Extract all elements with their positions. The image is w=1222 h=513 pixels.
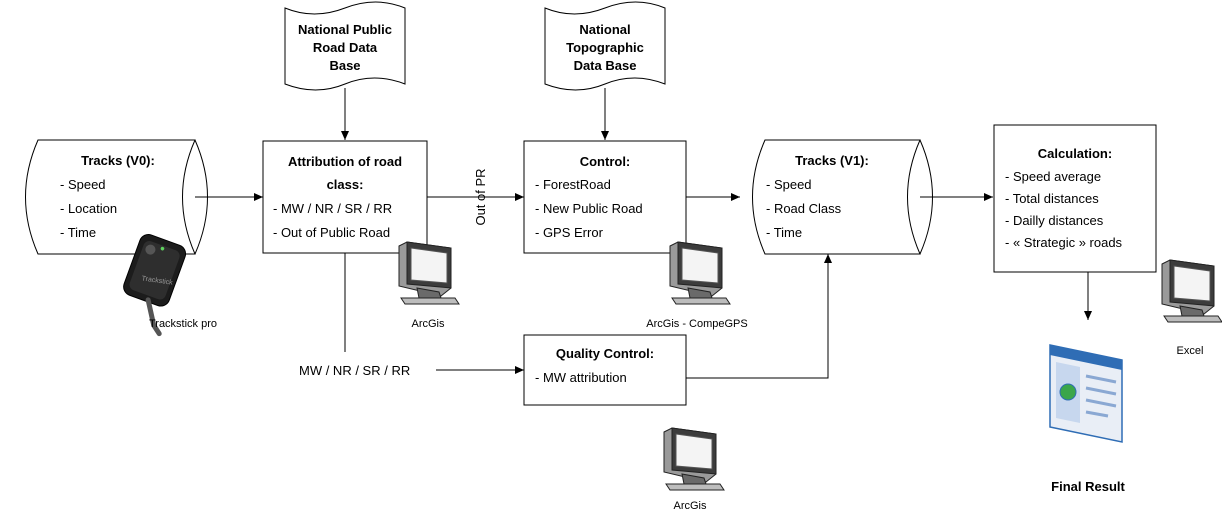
- control-item: - New Public Road: [535, 201, 643, 216]
- edge-quality-to-v1: [686, 254, 832, 379]
- control-item: - GPS Error: [535, 225, 604, 240]
- node-attribution: Attribution of road class: - MW / NR / S…: [262, 140, 428, 254]
- tracks-v0-title: Tracks (V0):: [81, 153, 155, 168]
- calculation-title: Calculation:: [1038, 146, 1112, 161]
- tracks-v1-item: - Road Class: [766, 201, 842, 216]
- computer-icon: [663, 427, 725, 491]
- calculation-item: - Total distances: [1005, 191, 1099, 206]
- caption-excel: Excel: [1177, 345, 1204, 357]
- db-road-line-1: National Public: [298, 22, 392, 37]
- caption-final-result: Final Result: [1051, 479, 1125, 494]
- node-calculation: Calculation: - Speed average - Total dis…: [993, 124, 1157, 273]
- edge-label-mw-nr: MW / NR / SR / RR: [299, 363, 410, 378]
- node-national-topographic-db: National Topographic Data Base: [544, 1, 666, 91]
- edge-label-out-of-pr: Out of PR: [473, 168, 488, 225]
- attribution-item: - MW / NR / SR / RR: [273, 201, 392, 216]
- tracks-v0-item: - Speed: [60, 177, 106, 192]
- node-tracks-v0: Tracks (V0): - Speed - Location - Time: [25, 139, 208, 255]
- node-control: Control: - ForestRoad - New Public Road …: [523, 140, 687, 254]
- trackstick-brand: Trackstick: [141, 275, 173, 286]
- control-title: Control:: [580, 154, 631, 169]
- tracks-v0-item: - Location: [60, 201, 117, 216]
- tracks-v1-item: - Time: [766, 225, 802, 240]
- tracks-v0-item: - Time: [60, 225, 96, 240]
- trackstick-device-icon: Trackstick: [123, 234, 187, 337]
- tracks-v1-item: - Speed: [766, 177, 812, 192]
- calculation-item: - Dailly distances: [1005, 213, 1104, 228]
- node-national-public-road-db: National Public Road Data Base: [284, 1, 406, 91]
- node-quality-control: Quality Control: - MW attribution: [523, 334, 687, 406]
- computer-icon: [1161, 259, 1222, 323]
- attribution-item: - Out of Public Road: [273, 225, 390, 240]
- control-item: - ForestRoad: [535, 177, 611, 192]
- caption-trackstick: Trackstick pro: [149, 318, 217, 330]
- tracks-v1-title: Tracks (V1):: [795, 153, 869, 168]
- db-topo-line-3: Data Base: [574, 58, 637, 73]
- node-tracks-v1: Tracks (V1): - Speed - Road Class - Time: [752, 139, 933, 255]
- attribution-title-1: Attribution of road: [288, 154, 402, 169]
- caption-arcgis-compegps: ArcGis - CompeGPS: [646, 318, 747, 330]
- report-window-icon: [1049, 344, 1123, 443]
- computer-icon: [398, 241, 460, 305]
- db-road-line-3: Base: [329, 58, 360, 73]
- db-topo-line-2: Topographic: [566, 40, 644, 55]
- quality-title: Quality Control:: [556, 346, 654, 361]
- caption-arcgis-1: ArcGis: [412, 318, 446, 330]
- attribution-title-2: class:: [327, 177, 364, 192]
- calculation-item: - « Strategic » roads: [1005, 235, 1123, 250]
- db-topo-line-1: National: [579, 22, 630, 37]
- computer-icon: [669, 241, 731, 305]
- db-road-line-2: Road Data: [313, 40, 378, 55]
- calculation-item: - Speed average: [1005, 169, 1101, 184]
- quality-item: - MW attribution: [535, 370, 627, 385]
- caption-arcgis-2: ArcGis: [674, 500, 708, 512]
